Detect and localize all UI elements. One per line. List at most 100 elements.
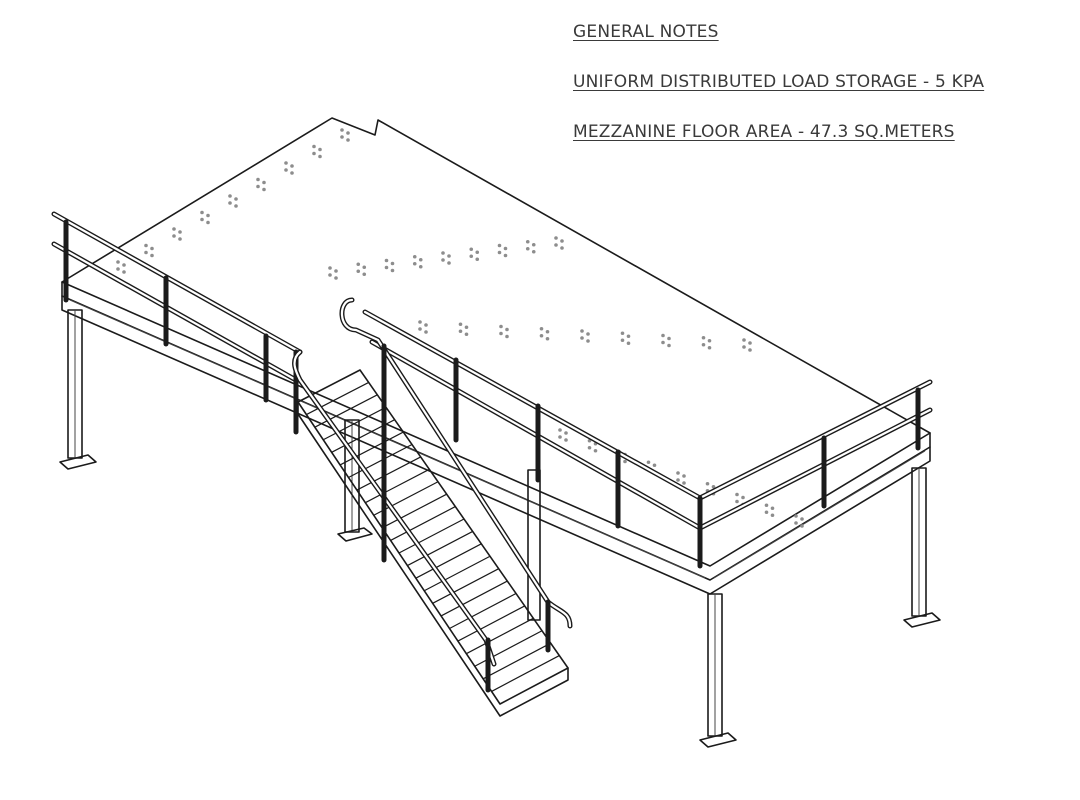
bolt-dot <box>707 338 712 343</box>
bolt-dot <box>742 338 746 342</box>
bolt-dot <box>390 261 395 266</box>
bolt-dot <box>116 267 120 271</box>
bolt-dot <box>340 128 344 132</box>
floor-area-note: MEZZANINE FLOOR AREA - 47.3 SQ.METERS <box>573 122 955 142</box>
bolt-dot <box>741 495 745 500</box>
bolt-dot <box>458 322 463 327</box>
bolt-dot <box>469 247 474 252</box>
bolt-dot <box>475 257 480 262</box>
column-left <box>59 309 97 470</box>
bolt-dot <box>447 261 451 265</box>
stair-tread <box>432 568 499 604</box>
bolt-dot <box>418 257 423 262</box>
general-notes: GENERAL NOTES UNIFORM DISTRIBUTED LOAD S… <box>573 22 984 142</box>
bolt-dot <box>312 151 316 156</box>
support-columns <box>59 309 941 748</box>
bolt-dot <box>554 236 558 240</box>
bolt-dot <box>531 242 536 247</box>
bolt-dot <box>661 340 665 345</box>
column-stair-post <box>527 469 541 621</box>
bolt-dot <box>558 435 562 439</box>
bolt-dot <box>770 506 775 511</box>
bolt-dot <box>464 332 469 337</box>
load-note: UNIFORM DISTRIBUTED LOAD STORAGE - 5 KPA <box>573 72 985 92</box>
bolt-dot <box>545 336 550 341</box>
bolt-dot <box>701 335 706 340</box>
bolt-dot <box>525 239 530 244</box>
bolt-dot <box>200 217 204 222</box>
bolt-dot <box>587 445 592 450</box>
bolt-dot <box>764 510 769 515</box>
bolt-dot <box>580 329 584 333</box>
bolt-dot <box>626 334 631 339</box>
stair-treads <box>306 381 560 692</box>
stair-tread <box>356 456 421 491</box>
stair-tread <box>440 580 508 617</box>
bolt-dot <box>682 481 686 485</box>
bolt-dot <box>705 481 710 486</box>
stair-tread <box>491 655 560 692</box>
staircase <box>292 297 573 717</box>
bolt-dot <box>748 341 752 345</box>
stair-tread <box>322 406 387 441</box>
bolt-dot <box>711 484 716 489</box>
column-front <box>699 593 737 748</box>
guardrail-left <box>51 211 303 435</box>
bolt-dot <box>735 499 739 504</box>
bolt-dot <box>531 249 536 254</box>
bolt-dot <box>234 204 238 208</box>
bolt-dot <box>256 184 260 189</box>
bolt-dot <box>122 263 126 267</box>
bolt-dot <box>256 177 260 182</box>
bolt-dot <box>412 254 417 259</box>
bolt-dot <box>539 326 544 331</box>
bolt-dot <box>560 246 564 250</box>
bolt-dot <box>545 329 550 334</box>
bolt-dot <box>652 463 657 468</box>
bolt-dot <box>554 243 558 247</box>
deck-bolt-pattern <box>116 128 804 528</box>
stair-tread <box>306 381 369 416</box>
notes-heading: GENERAL NOTES <box>573 22 719 42</box>
bolt-dot <box>707 345 712 350</box>
bolt-dot <box>497 250 502 255</box>
bolt-dot <box>206 213 210 218</box>
bolt-dot <box>262 187 266 192</box>
stair-tread <box>415 543 482 579</box>
bolt-dot <box>441 258 445 262</box>
bolt-dot <box>503 246 508 251</box>
bolt-dot <box>290 171 294 175</box>
bolt-dot <box>150 246 154 251</box>
bolt-dot <box>318 154 322 159</box>
bolt-dot <box>499 331 503 336</box>
bolt-dot <box>770 513 775 518</box>
stair-tread <box>449 592 517 630</box>
bolt-dot <box>356 269 361 274</box>
bolt-dot <box>412 261 417 266</box>
stair-tread <box>314 394 378 428</box>
bolt-dot <box>505 327 509 332</box>
bolt-dot <box>200 210 204 215</box>
bolt-dot <box>334 269 338 273</box>
bolt-dot <box>475 250 480 255</box>
bolt-dot <box>560 239 564 243</box>
bolt-dot <box>144 243 148 248</box>
bolt-dot <box>328 266 332 270</box>
stair-tread <box>466 617 534 655</box>
bolt-dot <box>418 320 422 324</box>
bolt-dot <box>384 258 389 263</box>
bolt-dot <box>539 333 544 338</box>
bolt-dot <box>318 147 322 152</box>
bolt-dot <box>593 448 598 453</box>
stair-tread <box>398 518 465 554</box>
bolt-dot <box>742 345 746 349</box>
bolt-dot <box>794 514 798 518</box>
bolt-dot <box>735 492 739 497</box>
bolt-dot <box>362 265 367 270</box>
bolt-dot <box>424 323 428 327</box>
stair-tread <box>457 605 525 642</box>
bolt-dot <box>150 253 154 258</box>
bolt-dot <box>328 273 332 277</box>
stair-tread <box>390 506 456 541</box>
